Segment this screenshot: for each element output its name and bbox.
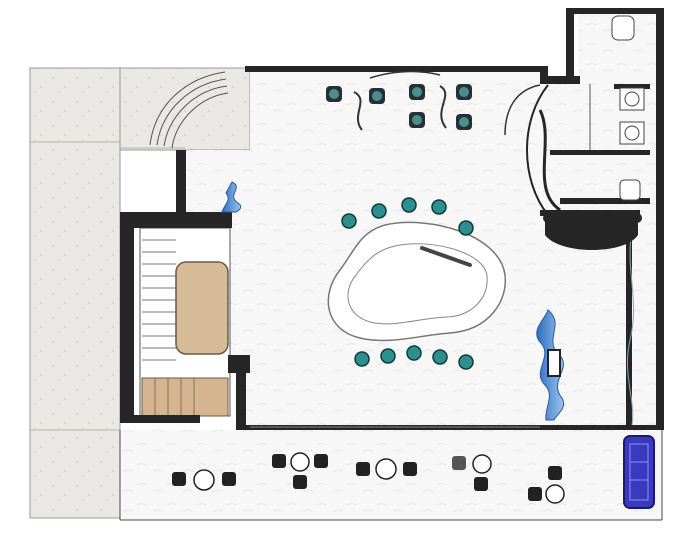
chair-icon bbox=[548, 466, 562, 480]
chair-icon bbox=[432, 349, 448, 365]
bar-stools bbox=[341, 197, 474, 370]
chair-icon bbox=[356, 462, 370, 476]
chair-icon bbox=[431, 199, 447, 215]
chair-icon bbox=[409, 112, 425, 128]
chair-icon bbox=[458, 220, 474, 236]
table-group bbox=[452, 454, 492, 491]
paving-area bbox=[29, 67, 251, 519]
toilet-icon bbox=[611, 15, 635, 41]
chair-icon bbox=[341, 213, 357, 229]
table-icon bbox=[545, 484, 565, 504]
chair-icon bbox=[401, 197, 417, 213]
sink-icon bbox=[619, 121, 645, 145]
door-arc-icon bbox=[369, 70, 541, 136]
chair-icon bbox=[326, 86, 342, 102]
lounge-chairs bbox=[326, 84, 472, 130]
counter-icon bbox=[327, 221, 507, 342]
chair-icon bbox=[474, 477, 488, 491]
chair-icon bbox=[409, 84, 425, 100]
wood-landing bbox=[141, 377, 229, 417]
chair-icon bbox=[371, 203, 387, 219]
chair-icon bbox=[456, 114, 472, 130]
stair-icon bbox=[142, 239, 176, 361]
sink-icon bbox=[619, 87, 645, 111]
chair-icon bbox=[314, 454, 328, 468]
chair-icon bbox=[369, 88, 385, 104]
wave-panels bbox=[353, 85, 447, 131]
service-core bbox=[526, 84, 642, 250]
chair-icon bbox=[452, 456, 466, 470]
table-icon bbox=[375, 458, 397, 480]
restrooms bbox=[589, 15, 645, 201]
chair-icon bbox=[272, 454, 286, 468]
sofa-icon bbox=[623, 435, 655, 509]
chair-icon bbox=[458, 354, 474, 370]
table-icon bbox=[472, 454, 492, 474]
staircase bbox=[139, 227, 231, 417]
terrace-seating bbox=[172, 435, 655, 509]
chair-icon bbox=[354, 351, 370, 367]
entrance-steps bbox=[149, 71, 229, 149]
toilet-icon bbox=[619, 179, 641, 201]
chair-icon bbox=[528, 487, 542, 501]
chair-icon bbox=[222, 472, 236, 486]
table-icon bbox=[193, 469, 215, 491]
table-icon bbox=[290, 452, 310, 472]
water-feature-icon bbox=[221, 181, 565, 421]
table-group bbox=[172, 469, 236, 491]
chair-icon bbox=[380, 348, 396, 364]
stair-landing bbox=[175, 261, 229, 355]
glazing bbox=[119, 229, 663, 521]
table-group bbox=[356, 458, 417, 480]
chair-icon bbox=[406, 345, 422, 361]
table-group bbox=[528, 466, 565, 504]
chair-icon bbox=[403, 462, 417, 476]
chair-icon bbox=[456, 84, 472, 100]
chair-icon bbox=[293, 475, 307, 489]
table-group bbox=[272, 452, 328, 489]
chair-icon bbox=[172, 472, 186, 486]
